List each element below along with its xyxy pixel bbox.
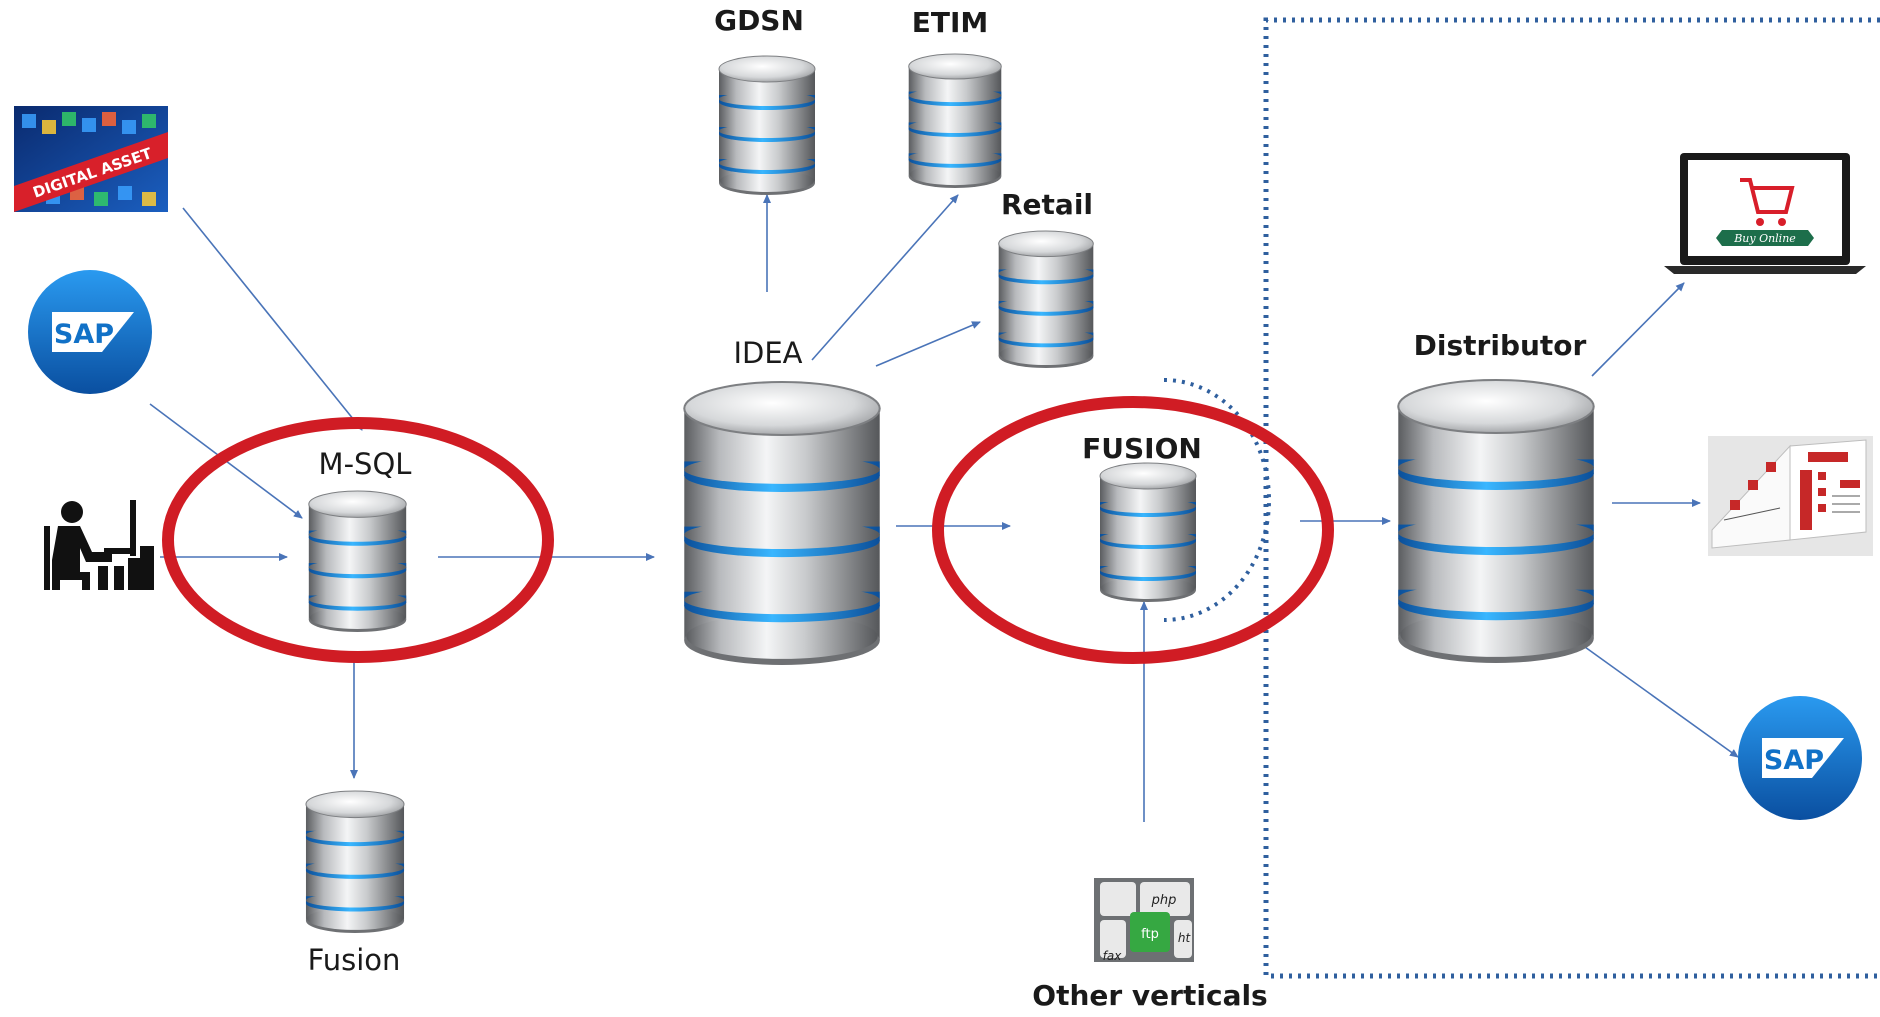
msql-highlight-ellipse	[162, 417, 554, 663]
catalog-icon	[1708, 436, 1873, 556]
fusion-highlight-ellipse	[932, 396, 1334, 664]
buy-online-laptop-icon: Buy Online	[1664, 153, 1866, 274]
distributor-label: Distributor	[1413, 329, 1587, 362]
keyboard-ftp-icon: ftp php fax ht	[1094, 878, 1194, 963]
php-key-text: php	[1151, 893, 1177, 908]
user-at-computer-icon	[44, 500, 154, 590]
fusion-lower-database-icon	[305, 790, 405, 933]
fusion-upper-database-icon	[1099, 462, 1197, 602]
distributor-boundary	[1263, 17, 1880, 979]
gdsn-label: GDSN	[714, 4, 804, 37]
etim-database-icon	[908, 53, 1002, 188]
idea-label: IDEA	[733, 336, 803, 370]
arrow-idea-to-etim	[811, 194, 959, 361]
fusion-lower-label: Fusion	[307, 943, 401, 977]
arrow-asset-to-msql	[182, 207, 363, 431]
idea-database-icon	[683, 380, 881, 665]
msql-label: M-SQL	[318, 447, 412, 481]
retail-label: Retail	[1000, 188, 1094, 221]
sap-logo-right-text: SAP	[1764, 745, 1824, 776]
arrow-idea-to-retail	[875, 321, 981, 367]
fusion-upper-label: FUSION	[1082, 432, 1202, 465]
htm-key-text: ht	[1178, 931, 1192, 945]
msql-database-icon	[308, 490, 407, 632]
retail-database-icon	[998, 230, 1094, 368]
sap-logo-left-text: SAP	[54, 319, 114, 350]
etim-label: ETIM	[911, 6, 989, 39]
sap-logo-left-icon: SAP	[28, 270, 152, 394]
sap-logo-right-icon: SAP	[1738, 696, 1862, 820]
shopping-cart-icon	[1740, 178, 1795, 214]
other-verticals-label: Other verticals	[1032, 979, 1268, 1012]
ftp-key-text: ftp	[1141, 927, 1159, 942]
arrow-distributor-to-webshop	[1591, 282, 1685, 377]
arrow-distributor-to-sap	[1577, 641, 1739, 758]
gdsn-database-icon	[718, 55, 816, 195]
distributor-database-icon	[1397, 378, 1595, 663]
digital-asset-icon: DIGITAL ASSET	[14, 106, 168, 212]
fax-key-text: fax	[1103, 949, 1123, 963]
buy-online-text: Buy Online	[1733, 232, 1796, 245]
